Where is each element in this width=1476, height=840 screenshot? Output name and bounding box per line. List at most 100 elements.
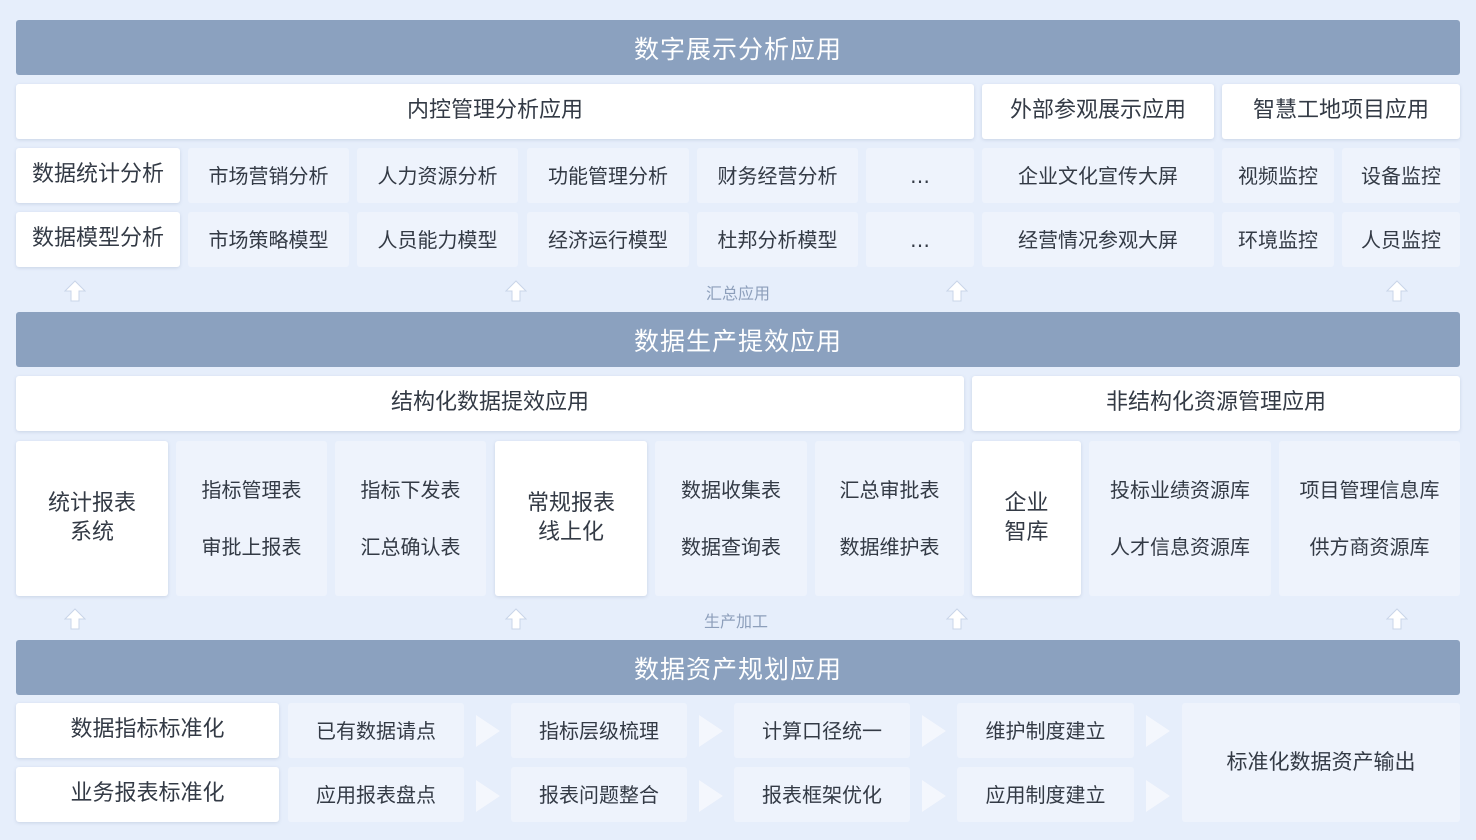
up-arrow-icon [1386,608,1408,630]
bottom-step-label: 应用制度建立 [985,782,1106,807]
summary-label-text: 汇总应用 [705,284,770,303]
top-row2-item: 经济运行模型 [527,212,689,267]
top-row1-item: 人力资源分析 [357,148,518,203]
chevron-right-icon [1146,780,1170,812]
report-standardization-label: 业务报表标准化 [70,781,225,807]
middle-pair-col: 数据收集表 数据查询表 [655,441,807,596]
bottom-step-label: 计算口径统一 [762,718,882,743]
top-row1-label: 财务经营分析 [717,163,838,188]
chevron-right-icon [476,780,500,812]
top-row2-item: 市场策略模型 [188,212,349,267]
top-row1-item: 设备监控 [1342,148,1460,203]
top-row2-item: 人员监控 [1342,212,1460,267]
chevron-right-icon [699,715,723,747]
top-row1-item: 财务经营分析 [697,148,858,203]
bottom-row2-step: 报表框架优化 [734,767,910,822]
bottom-row1-step: 指标层级梳理 [511,703,687,758]
online-line1: 常规报表 [526,490,615,516]
structured-header: 结构化数据提效应用 [16,376,964,431]
top-row1-item: … [866,148,974,203]
top-row1-item: 功能管理分析 [527,148,689,203]
stat-report-line1: 统计报表 [47,490,136,516]
top-banner: 数字展示分析应用 [16,20,1460,75]
up-arrow-icon [946,280,968,302]
middle-item: 汇总确认表 [360,535,461,560]
top-row1-label: 设备监控 [1361,163,1441,188]
external-display-title: 外部参观展示应用 [1009,98,1186,124]
bottom-row1-step: 已有数据请点 [288,703,464,758]
middle-item: 数据维护表 [839,535,940,560]
middle-pair-col: 指标下发表 汇总确认表 [335,441,486,596]
top-row2-item: … [866,212,974,267]
middle-banner-title: 数据生产提效应用 [633,326,842,356]
think-tank-line1: 企业 [1004,490,1049,516]
middle-item: 指标管理表 [201,477,302,502]
unstructured-header: 非结构化资源管理应用 [972,376,1460,431]
standardized-output: 标准化数据资产输出 [1182,703,1460,822]
top-row2-label: 杜邦分析模型 [717,227,838,252]
top-row1-item: 视频监控 [1222,148,1334,203]
middle-pair-col: 汇总审批表 数据维护表 [815,441,964,596]
bottom-row2-step: 应用制度建立 [957,767,1134,822]
up-arrow-icon [505,608,527,630]
top-row1-label: 视频监控 [1238,163,1318,188]
top-row2-label: 经济运行模型 [548,227,668,252]
stat-report-line2: 系统 [69,519,114,545]
up-arrow-icon [505,280,527,302]
internal-control-header: 内控管理分析应用 [16,84,974,139]
report-standardization: 业务报表标准化 [16,767,279,822]
production-label: 生产加工 [678,608,794,632]
bottom-step-label: 维护制度建立 [985,718,1106,743]
chevron-right-icon [476,715,500,747]
middle-banner: 数据生产提效应用 [16,312,1460,367]
top-row1-label: … [910,163,930,188]
top-row2-label: 市场策略模型 [208,227,329,252]
middle-item: 指标下发表 [360,477,461,502]
top-row2-label: … [910,227,930,252]
top-row2-item: 经营情况参观大屏 [982,212,1214,267]
smart-site-header: 智慧工地项目应用 [1222,84,1460,139]
top-row2-label: 人员监控 [1361,227,1441,252]
up-arrow-icon [64,280,86,302]
standardized-output-label: 标准化数据资产输出 [1226,749,1416,774]
external-display-header: 外部参观展示应用 [982,84,1214,139]
bottom-row1-step: 维护制度建立 [957,703,1134,758]
chevron-right-icon [922,780,946,812]
top-row1-label: 市场营销分析 [208,163,329,188]
bottom-row2-step: 报表问题整合 [511,767,687,822]
bottom-banner-title: 数据资产规划应用 [633,654,842,684]
think-tank-line2: 智库 [1004,519,1049,545]
middle-pair-col: 指标管理表 审批上报表 [176,441,327,596]
middle-item: 审批上报表 [201,535,302,560]
bottom-step-label: 已有数据请点 [316,718,436,743]
bottom-step-label: 应用报表盘点 [316,782,436,807]
middle-item: 人才信息资源库 [1110,535,1250,560]
bottom-row1-step: 计算口径统一 [734,703,910,758]
top-row1-label: 企业文化宣传大屏 [1018,163,1178,188]
top-row1-item: 市场营销分析 [188,148,349,203]
bottom-row2-step: 应用报表盘点 [288,767,464,822]
chevron-right-icon [1146,715,1170,747]
top-row2-label: 经营情况参观大屏 [1018,227,1178,252]
middle-pair-col: 投标业绩资源库 人才信息资源库 [1089,441,1271,596]
top-row2-label: 人员能力模型 [377,227,498,252]
middle-item: 项目管理信息库 [1299,477,1440,502]
up-arrow-icon [1386,280,1408,302]
internal-control-title: 内控管理分析应用 [406,98,583,124]
indicator-standardization-label: 数据指标标准化 [70,717,225,743]
bottom-banner: 数据资产规划应用 [16,640,1460,695]
middle-item: 汇总审批表 [839,477,940,502]
middle-item: 数据查询表 [681,535,781,560]
chevron-right-icon [699,780,723,812]
top-row1-label: 数据统计分析 [31,162,164,188]
online-line2: 线上化 [537,519,604,545]
top-banner-title: 数字展示分析应用 [633,34,842,64]
indicator-standardization: 数据指标标准化 [16,703,279,758]
top-row1-label: 人力资源分析 [377,163,498,188]
middle-pair-col: 项目管理信息库 供方商资源库 [1279,441,1460,596]
top-row2-label: 数据模型分析 [31,226,164,252]
top-row1-label: 功能管理分析 [548,163,668,188]
top-row2-item: 环境监控 [1222,212,1334,267]
structured-title: 结构化数据提效应用 [390,390,589,416]
stat-report-system: 统计报表 系统 [16,441,168,596]
